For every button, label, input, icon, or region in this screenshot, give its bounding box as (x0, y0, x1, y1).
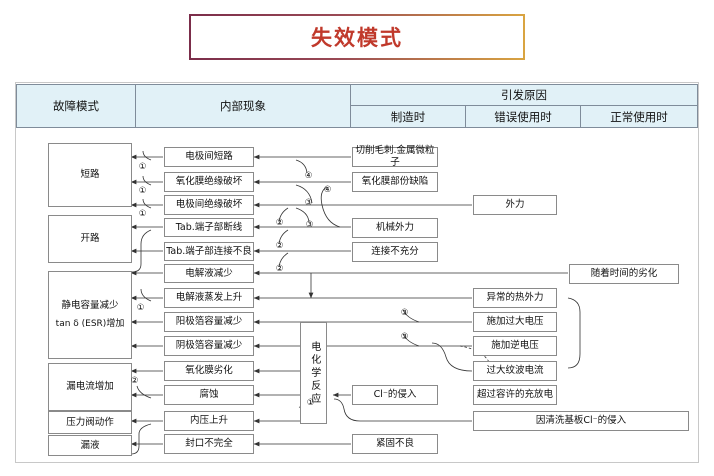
cause-burr-metal-particles: 切削毛刺.金属微粒子 (352, 145, 438, 168)
node-electrochemical-reaction: 电化学反应 (300, 322, 327, 424)
phenomenon-electrode-insulation-breakdown: 电极间绝缘破坏 (164, 195, 254, 215)
phenomenon-internal-pressure-rise: 内压上升 (164, 411, 254, 431)
phenomenon-anode-foil-capacitance-decrease: 阳极箔容量减少 (164, 312, 254, 332)
cause-abnormal-thermal-force: 异常的热外力 (473, 288, 557, 308)
failure-mode-esr-label: tan δ (ESR)增加 (55, 318, 125, 329)
cause-mechanical-force: 机械外力 (352, 218, 438, 238)
cause-insufficient-connection: 连接不充分 (352, 242, 438, 262)
phenomenon-corrosion: 腐蚀 (164, 385, 254, 405)
marker-1-e: ① (306, 398, 315, 408)
failure-mode-open-circuit: 开路 (48, 215, 132, 263)
failure-mode-short-circuit: 短路 (48, 143, 132, 207)
table-header: 故障模式 内部现象 引发原因 制造时 错误使用时 正常使用时 (16, 84, 698, 128)
marker-3-c: ③ (400, 308, 409, 318)
marker-3-b: ③ (305, 220, 314, 230)
marker-2-b: ② (275, 241, 284, 251)
failure-mode-leakage: 漏液 (48, 435, 132, 456)
phenomenon-cathode-foil-capacitance-decrease: 阴极箔容量减少 (164, 336, 254, 356)
marker-2-d: ② (130, 376, 139, 386)
marker-1-c: ① (138, 209, 147, 219)
page-title: 失效模式 (311, 26, 403, 50)
marker-3-d: ③ (400, 332, 409, 342)
marker-4-b: ④ (323, 185, 332, 195)
failure-mode-pressure-valve: 压力阀动作 (48, 411, 132, 434)
cause-reverse-voltage: 施加逆电压 (473, 336, 557, 356)
marker-2-c: ② (275, 264, 284, 274)
phenomenon-electrolyte-decrease: 电解液减少 (164, 264, 254, 283)
cause-over-charge-discharge: 超过容许的充放电 (473, 385, 557, 405)
marker-4-a: ④ (304, 171, 313, 181)
cause-pcb-cleaning-chloride-intrusion: 因清洗基板Cl⁻的侵入 (473, 411, 689, 431)
header-internal-phenomenon: 内部现象 (135, 84, 351, 128)
cause-external-force: 外力 (473, 195, 557, 215)
phenomenon-incomplete-sealing: 封口不完全 (164, 434, 254, 454)
marker-1-b: ① (138, 186, 147, 196)
phenomenon-oxide-insulation-breakdown: 氧化膜绝缘破坏 (164, 172, 254, 192)
cause-overvoltage: 施加过大电压 (473, 312, 557, 332)
marker-1-d: ① (136, 303, 145, 313)
cause-excessive-ripple-current: 过大纹波电流 (473, 361, 557, 381)
header-failure-mode: 故障模式 (16, 84, 136, 128)
marker-3-a: ③ (304, 198, 313, 208)
phenomenon-electrolyte-evaporation: 电解液蒸发上升 (164, 288, 254, 308)
header-cause-misuse: 错误使用时 (465, 105, 581, 128)
marker-2-a: ② (275, 218, 284, 228)
phenomenon-tab-terminal-break: Tab.端子部断线 (164, 218, 254, 237)
marker-1-a: ① (138, 162, 147, 172)
cause-oxide-film-defect: 氧化膜部份缺陷 (352, 172, 438, 192)
failure-mode-capacitance-label: 静电容量减少 (61, 299, 119, 311)
cause-loose-fastening: 紧固不良 (352, 434, 438, 454)
phenomenon-electrode-short: 电极间短路 (164, 147, 254, 167)
phenomenon-tab-terminal-bad-connection: Tab.端子部连接不良 (164, 242, 254, 261)
header-cause-manufacturing: 制造时 (350, 105, 466, 128)
header-cause-group: 引发原因 (350, 84, 698, 106)
cause-time-degradation: 随着时间的劣化 (569, 264, 679, 284)
slide-title-box: 失效模式 (189, 14, 525, 60)
failure-mode-leak-current: 漏电流增加 (48, 363, 132, 411)
cause-chloride-intrusion: Cl⁻的侵入 (352, 385, 438, 405)
failure-mode-capacitance-decrease: 静电容量减少 tan δ (ESR)增加 (48, 271, 132, 359)
phenomenon-oxide-film-degradation: 氧化膜劣化 (164, 361, 254, 381)
header-cause-normal: 正常使用时 (580, 105, 698, 128)
